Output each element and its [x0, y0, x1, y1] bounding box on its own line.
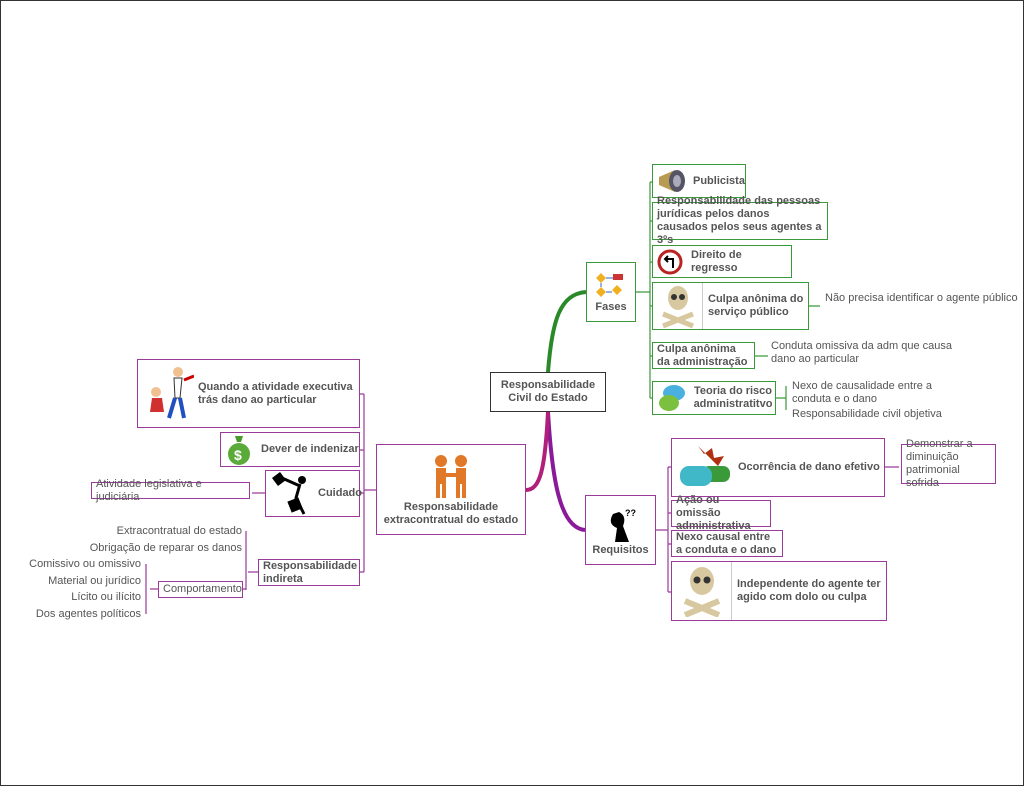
- note-nao-precisa: Não precisa identificar o agente público: [825, 292, 1018, 304]
- item-responsabilidade-indireta[interactable]: Responsabilidade indireta: [258, 559, 360, 586]
- note-atividade-legislativa: Atividade legislativa e judiciária: [91, 478, 250, 503]
- requisito-label: Independente do agente ter agido com dol…: [737, 578, 881, 603]
- note-label: Demonstrar a diminuição patrimonial sofr…: [906, 438, 973, 489]
- comportamento-item: Comissivo ou omissivo: [29, 558, 141, 570]
- requisitos-node[interactable]: ?? Requisitos: [585, 495, 656, 565]
- note-label: Atividade legislativa e judiciária: [96, 477, 202, 503]
- fase-label: Culpa anônima da administração: [657, 342, 748, 368]
- item-cuidado[interactable]: Cuidado: [265, 470, 362, 517]
- note-conduta-omissiva: Conduta omissiva da adm que causa dano a…: [771, 340, 952, 365]
- note-demonstrar-diminuicao: Demonstrar a diminuição patrimonial sofr…: [901, 438, 996, 489]
- item-label: Dever de indenizar: [261, 443, 359, 455]
- money-bag-icon: $: [225, 434, 253, 466]
- requisito-acao-omissao[interactable]: Ação ou omissão administrativa: [671, 494, 771, 532]
- requisito-ocorrencia-dano[interactable]: Ocorrência de dano efetivo: [671, 438, 885, 497]
- requisitos-label: Requisitos: [592, 543, 649, 556]
- fase-label: Direito de regresso: [691, 248, 742, 274]
- skull-icon: [653, 283, 703, 329]
- note-obrigacao-reparar: Obrigação de reparar os danos: [89, 542, 242, 554]
- item-dever-indenizar[interactable]: $ Dever de indenizar: [220, 432, 360, 467]
- comportamento-item: Lícito ou ilícito: [71, 591, 141, 603]
- fase-culpa-anonima-adm[interactable]: Culpa anônima da administração: [652, 342, 755, 369]
- requisito-independente-dolo[interactable]: Independente do agente ter agido com dol…: [671, 561, 887, 621]
- fase-label: Publicista: [693, 174, 745, 187]
- fases-label: Fases: [595, 300, 627, 313]
- comportamento-item: Dos agentes políticos: [35, 608, 141, 620]
- note-nexo-causalidade: Nexo de causalidade entre a conduta e o …: [792, 380, 933, 405]
- comportamento-node[interactable]: Comportamento: [158, 581, 243, 598]
- requisito-label: Ação ou omissão administrativa: [676, 494, 751, 532]
- confused-person-icon: ??: [610, 508, 636, 542]
- note-resp-civil-objetiva: Responsabilidade civil objetiva: [792, 408, 942, 420]
- flowchart-icon: [596, 272, 623, 297]
- fases-node[interactable]: Fases: [586, 262, 636, 322]
- fase-publicista[interactable]: Publicista: [652, 164, 746, 198]
- item-atividade-executiva[interactable]: Quando a atividade executiva trás dano a…: [137, 359, 360, 428]
- skull-icon: [672, 562, 732, 620]
- megaphone-icon: [657, 167, 689, 195]
- extracontratual-node[interactable]: Responsabilidade extracontratual do esta…: [376, 444, 526, 535]
- requisito-label: Nexo causal entre a conduta e o dano: [676, 530, 777, 556]
- central-topic[interactable]: Responsabilidade Civil do Estado: [490, 372, 606, 412]
- fase-label: Teoria do risco administratitvo: [693, 385, 773, 410]
- central-topic-label: Responsabilidade Civil do Estado: [500, 379, 596, 404]
- fase-culpa-anonima-servico[interactable]: Culpa anônima do serviço público: [652, 282, 809, 330]
- comportamento-label: Comportamento: [163, 583, 242, 595]
- item-label: Cuidado: [318, 487, 362, 499]
- comportamento-item: Material ou jurídico: [48, 575, 141, 587]
- item-label: Responsabilidade indireta: [263, 559, 358, 585]
- car-crash-icon: [676, 442, 734, 494]
- handshake-people-icon: [435, 454, 467, 498]
- fase-direito-regresso[interactable]: Direito de regresso: [652, 245, 792, 278]
- chat-bubbles-icon: [657, 383, 687, 413]
- extracontratual-label: Responsabilidade extracontratual do esta…: [383, 500, 519, 526]
- svg-text:$: $: [234, 447, 242, 463]
- fase-responsabilidade-pessoas[interactable]: Responsabilidade das pessoas jurídicas p…: [652, 195, 828, 246]
- accident-icon: [142, 362, 194, 426]
- svg-text:??: ??: [625, 508, 636, 518]
- requisito-label: Ocorrência de dano efetivo: [738, 461, 880, 473]
- signal-flags-icon: [270, 471, 314, 516]
- fase-teoria-risco[interactable]: Teoria do risco administratitvo: [652, 381, 776, 415]
- requisito-nexo-causal[interactable]: Nexo causal entre a conduta e o dano: [671, 530, 783, 557]
- fase-label: Responsabilidade das pessoas jurídicas p…: [657, 195, 822, 246]
- item-label: Quando a atividade executiva trás dano a…: [198, 380, 353, 406]
- turn-left-sign-icon: [657, 249, 683, 275]
- note-extracontratual-estado: Extracontratual do estado: [116, 525, 242, 537]
- fase-label: Culpa anônima do serviço público: [708, 293, 804, 318]
